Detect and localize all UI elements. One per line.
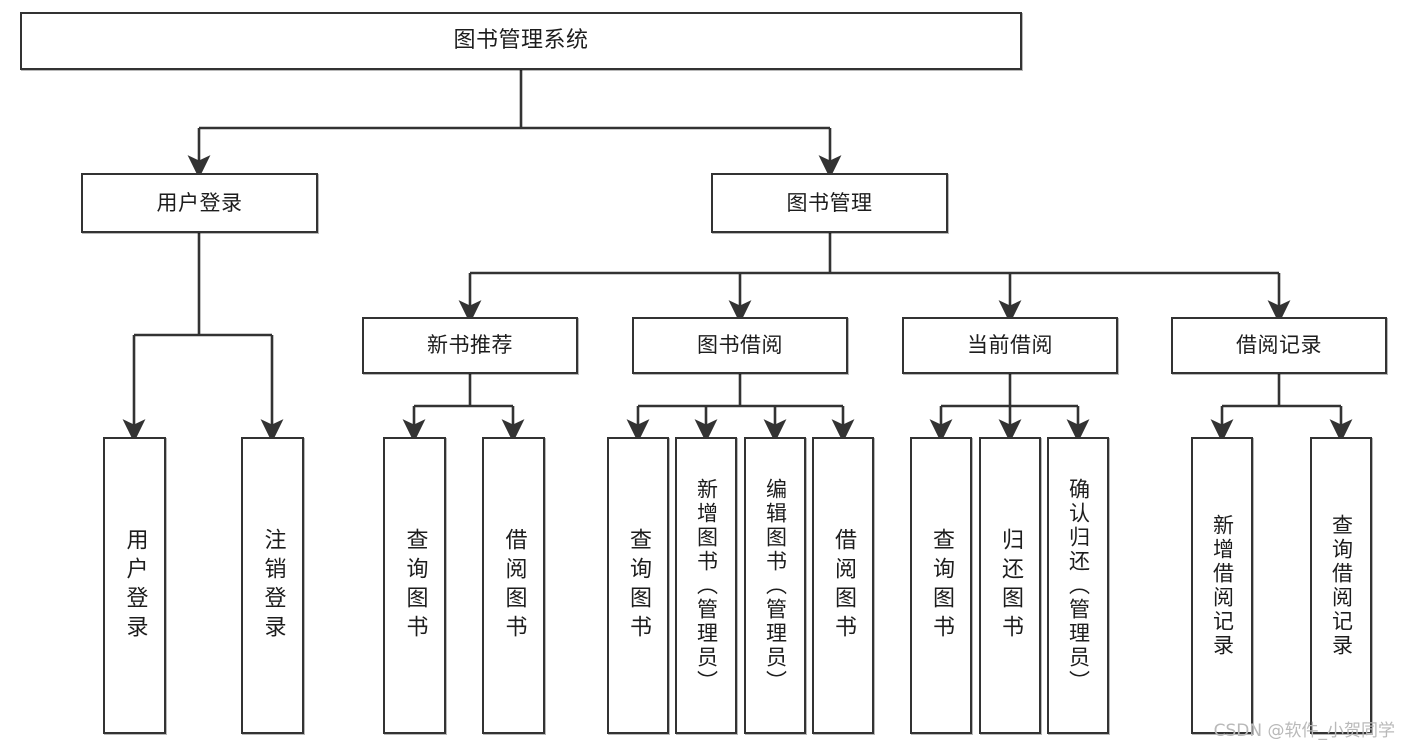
node-label: 用户登录 (156, 190, 243, 215)
node-label: 图书借阅 (697, 333, 783, 358)
node-label: 查询图书 (626, 527, 651, 644)
node-label: 图书管理 (786, 190, 873, 215)
node-current-borrow[interactable]: 当前借阅 (902, 317, 1118, 374)
node-book-borrow[interactable]: 图书借阅 (632, 317, 848, 374)
node-label: 编辑图书（管理员） (763, 477, 788, 694)
leaf-borrow-borrow-books[interactable]: 借阅图书 (812, 437, 874, 734)
node-label: 新增图书（管理员） (694, 477, 719, 694)
node-root-book-management-system[interactable]: 图书管理系统 (20, 12, 1022, 70)
leaf-current-confirm-return-admin[interactable]: 确认归还（管理员） (1047, 437, 1109, 734)
node-label: 查询图书 (402, 527, 428, 644)
node-user-login[interactable]: 用户登录 (81, 173, 318, 233)
leaf-user-login-login[interactable]: 用户登录 (103, 437, 166, 734)
node-book-management[interactable]: 图书管理 (711, 173, 948, 233)
node-label: 新增借阅记录 (1210, 513, 1235, 658)
node-label: 查询借阅记录 (1329, 513, 1354, 658)
node-label: 借阅图书 (831, 527, 856, 644)
leaf-current-query-books[interactable]: 查询图书 (910, 437, 972, 734)
leaf-records-query-record[interactable]: 查询借阅记录 (1310, 437, 1372, 734)
node-label: 用户登录 (122, 527, 148, 644)
node-label: 图书管理系统 (453, 28, 589, 54)
node-label: 当前借阅 (967, 333, 1053, 358)
node-label: 新书推荐 (427, 333, 513, 358)
leaf-new-book-borrow-books[interactable]: 借阅图书 (482, 437, 545, 734)
node-label: 借阅记录 (1236, 333, 1322, 358)
csdn-watermark: CSDN @软件_小贺同学 (1213, 721, 1395, 741)
node-label: 确认归还（管理员） (1066, 477, 1091, 694)
leaf-borrow-edit-book-admin[interactable]: 编辑图书（管理员） (744, 437, 806, 734)
node-new-book-recommend[interactable]: 新书推荐 (362, 317, 578, 374)
node-label: 归还图书 (998, 527, 1023, 644)
leaf-borrow-query-books[interactable]: 查询图书 (607, 437, 669, 734)
node-label: 查询图书 (929, 527, 954, 644)
leaf-borrow-add-book-admin[interactable]: 新增图书（管理员） (675, 437, 737, 734)
node-label: 注销登录 (260, 527, 286, 644)
node-borrow-records[interactable]: 借阅记录 (1171, 317, 1387, 374)
leaf-user-login-logout[interactable]: 注销登录 (241, 437, 304, 734)
leaf-current-return-books[interactable]: 归还图书 (979, 437, 1041, 734)
leaf-new-book-query-books[interactable]: 查询图书 (383, 437, 446, 734)
leaf-records-add-record[interactable]: 新增借阅记录 (1191, 437, 1253, 734)
node-label: 借阅图书 (501, 527, 527, 644)
